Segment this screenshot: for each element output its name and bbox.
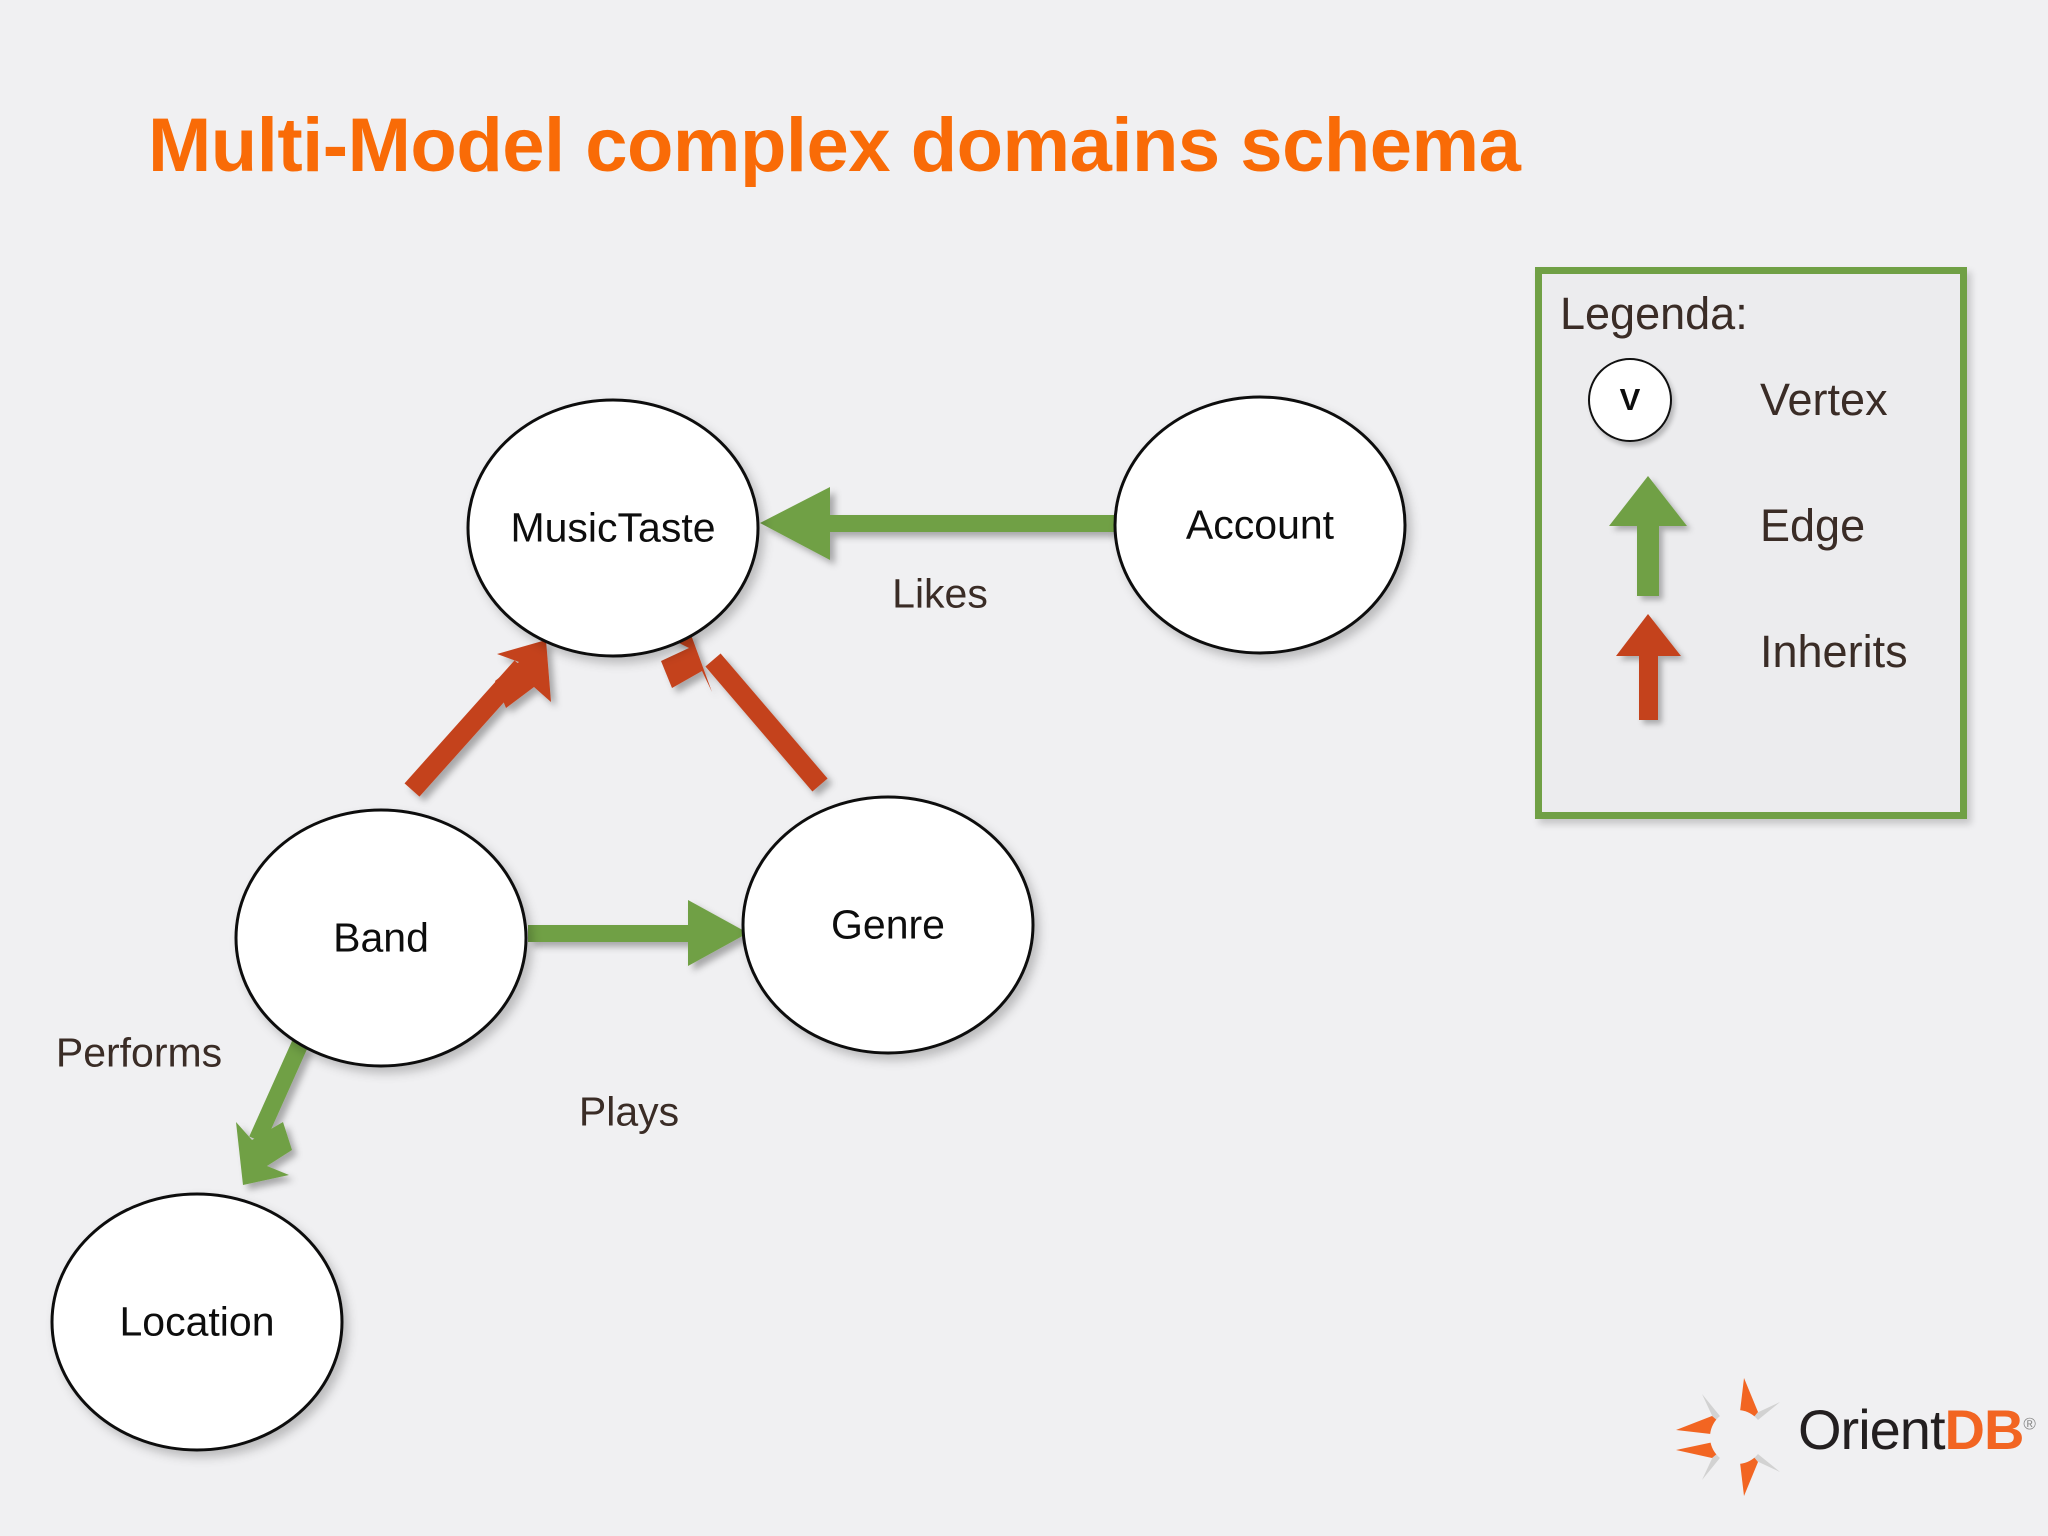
- legend-arrow-icons: [1609, 476, 1687, 720]
- node-genre[interactable]: [741, 795, 1035, 1055]
- orientdb-logo: OrientDB®: [1672, 1372, 2036, 1502]
- edge-label-likes: Likes: [892, 570, 988, 617]
- orientdb-compass-star-icon: [1676, 1378, 1780, 1496]
- edge-genre-inherits-musictaste: [661, 632, 828, 792]
- edge-plays: [528, 900, 748, 966]
- page-title: Multi-Model complex domains schema: [148, 103, 1521, 188]
- legend-title: Legenda:: [1560, 288, 1748, 339]
- legend-item-label-inherits: Inherits: [1760, 626, 1908, 677]
- edge-likes: [760, 487, 1120, 560]
- edge-performs: [236, 1040, 308, 1185]
- orientdb-word-db: DB: [1944, 1398, 2025, 1461]
- legend-vertex-circle-icon: V: [1588, 358, 1672, 442]
- node-musictaste[interactable]: [466, 398, 760, 658]
- edge-label-plays: Plays: [578, 1088, 680, 1135]
- legend-panel: Legenda: V Vertex Edge Inher: [1535, 267, 1967, 819]
- legend-red-arrow-up-icon: [1616, 614, 1681, 720]
- orientdb-registered-mark: ®: [2023, 1414, 2035, 1434]
- orientdb-word-orient: Orient: [1798, 1398, 1945, 1461]
- node-account[interactable]: [1113, 395, 1407, 655]
- edge-band-inherits-musictaste: [404, 640, 551, 797]
- edge-label-performs: Performs: [55, 1029, 223, 1076]
- legend-vertex-glyph: V: [1619, 382, 1641, 417]
- node-location[interactable]: [50, 1192, 344, 1452]
- orientdb-wordmark: OrientDB®: [1798, 1402, 2036, 1458]
- legend-item-label-edge: Edge: [1760, 500, 1866, 551]
- legend-green-arrow-up-icon: [1609, 476, 1687, 596]
- legend-item-label-vertex: Vertex: [1760, 374, 1888, 425]
- node-band[interactable]: [234, 808, 528, 1068]
